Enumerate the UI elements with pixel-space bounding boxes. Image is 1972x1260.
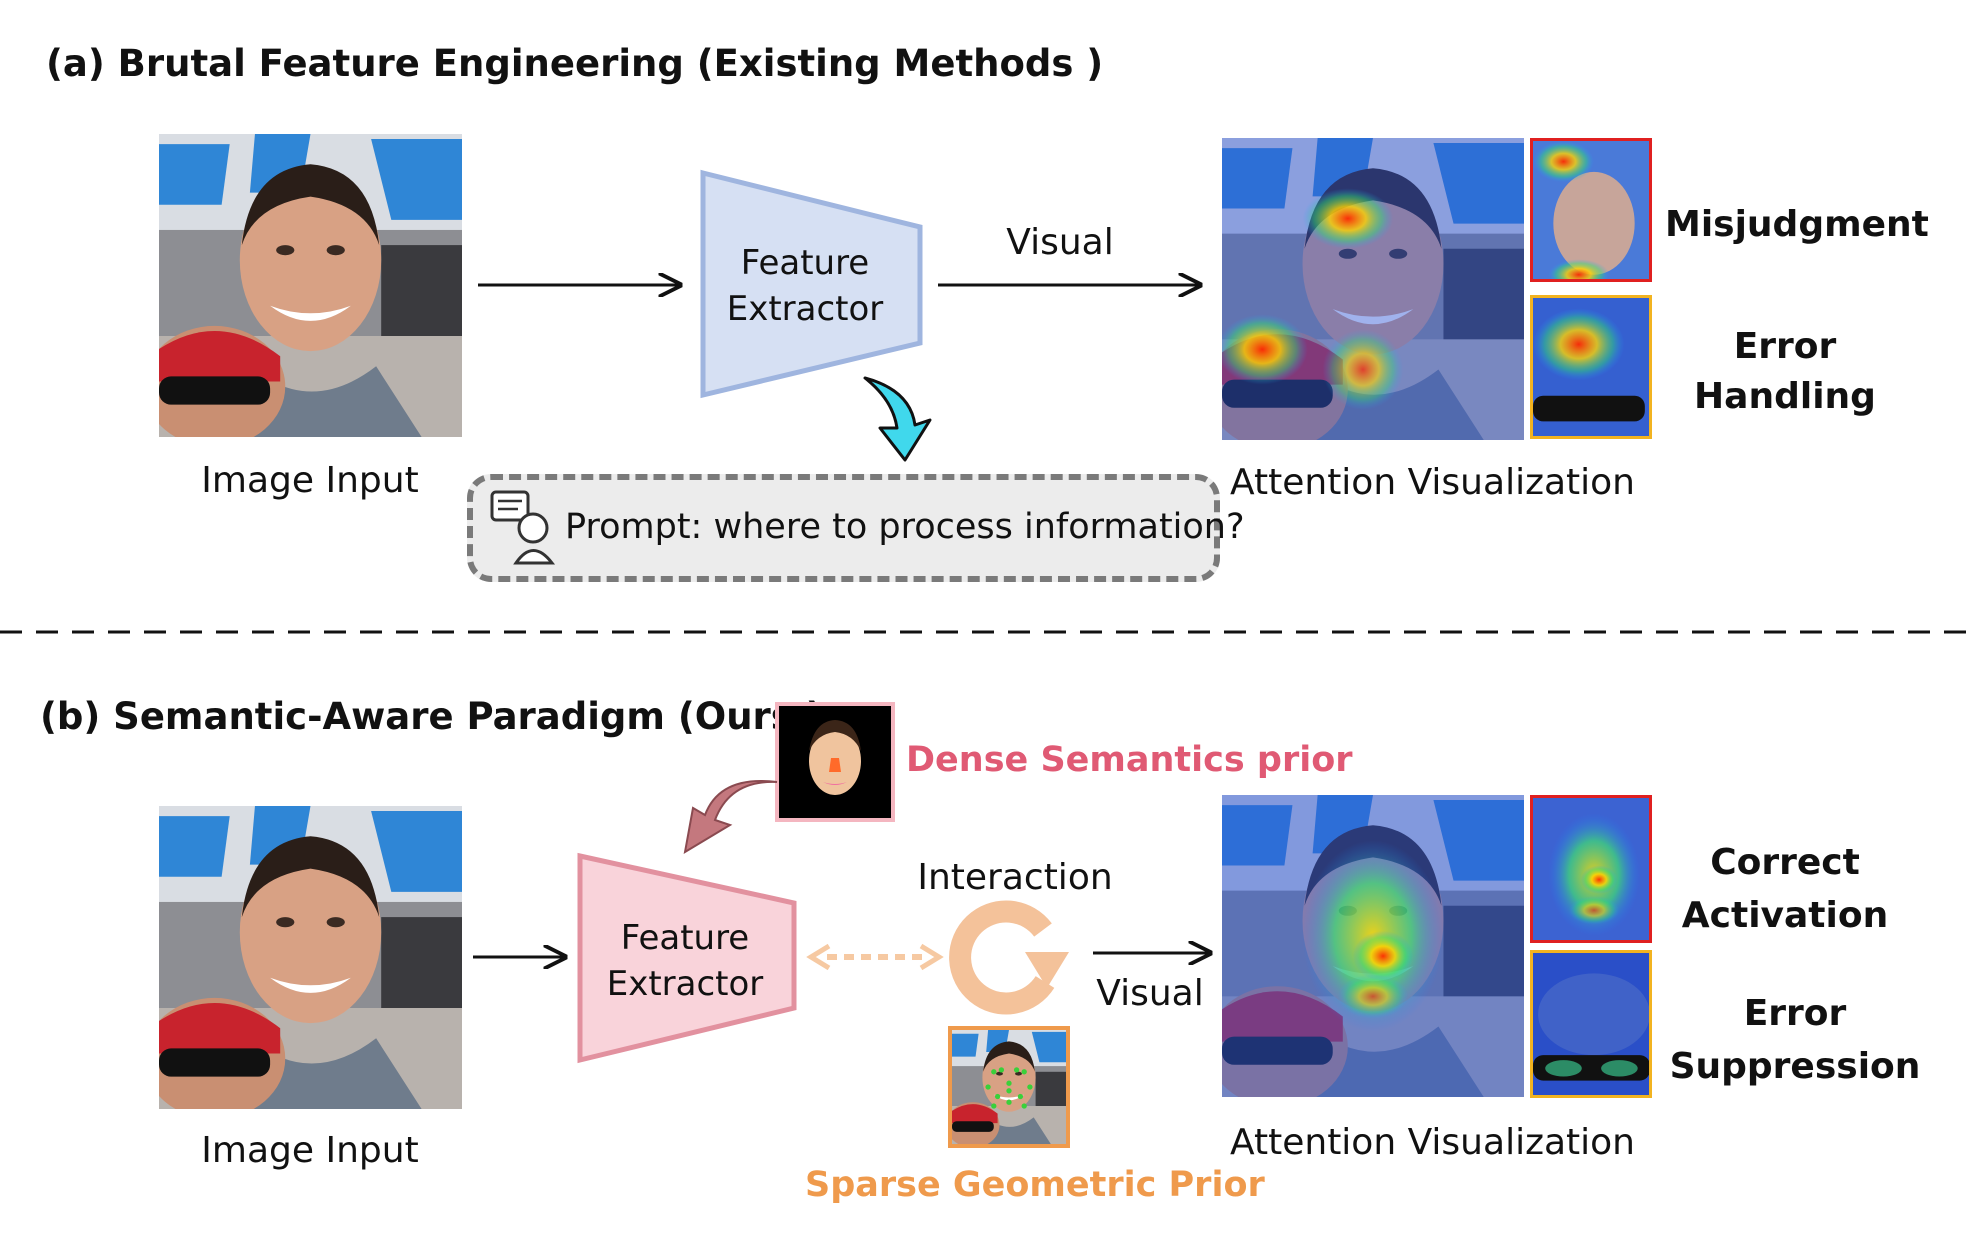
input-image-a xyxy=(159,134,462,437)
sparse-prior-label: Sparse Geometric Prior xyxy=(805,1165,1265,1205)
arrow-cycle-to-attention-b xyxy=(1093,938,1220,968)
arrow-input-to-extractor-b xyxy=(473,942,575,972)
input-label-a: Image Input xyxy=(201,460,419,501)
interaction-cycle-icon xyxy=(949,900,1069,1015)
attention-label-a: Attention Visualization xyxy=(1230,462,1635,503)
interaction-label: Interaction xyxy=(917,857,1113,898)
dotted-double-arrow xyxy=(806,943,944,971)
feature-extractor-a-shape xyxy=(700,169,923,399)
cyan-down-arrow xyxy=(863,376,932,462)
attention-map-b xyxy=(1222,795,1524,1097)
input-image-b xyxy=(159,806,462,1109)
part-b-title: (b) Semantic-Aware Paradigm (Ours ) xyxy=(40,695,823,738)
feature-extractor-a-label: Feature Extractor xyxy=(726,243,884,329)
part-a-title: (a) Brutal Feature Engineering (Existing… xyxy=(46,42,1104,85)
visual-label-a: Visual xyxy=(1006,222,1114,263)
side-label-error-suppression: Error Suppression xyxy=(1669,993,1921,1087)
crop-yellow-a xyxy=(1530,295,1652,439)
feature-extractor-b-label: Feature Extractor xyxy=(606,918,764,1004)
prompt-text: Prompt: where to process information? xyxy=(565,507,1245,547)
arrow-input-to-extractor-a xyxy=(478,270,690,300)
side-label-misjudgment: Misjudgment xyxy=(1665,204,1929,245)
side-label-correct-activation: Correct Activation xyxy=(1681,842,1889,936)
crop-yellow-b xyxy=(1530,950,1652,1098)
arrow-extractor-to-attention-a xyxy=(938,270,1210,300)
section-divider xyxy=(0,630,1972,634)
chatbot-icon xyxy=(490,490,556,565)
crop-red-a xyxy=(1530,138,1652,282)
dense-semantics-image xyxy=(775,702,895,822)
input-label-b: Image Input xyxy=(201,1130,419,1171)
prompt-box xyxy=(467,474,1220,582)
dense-prior-arrow xyxy=(683,780,778,854)
attention-label-b: Attention Visualization xyxy=(1230,1122,1635,1163)
sparse-geometric-image xyxy=(948,1026,1070,1148)
side-label-error-handling: Error Handling xyxy=(1694,326,1876,417)
crop-red-b xyxy=(1530,795,1652,943)
dense-prior-label: Dense Semantics prior xyxy=(906,740,1353,780)
attention-map-a xyxy=(1222,138,1524,440)
visual-label-b: Visual xyxy=(1096,973,1204,1014)
feature-extractor-b-shape xyxy=(577,852,797,1064)
